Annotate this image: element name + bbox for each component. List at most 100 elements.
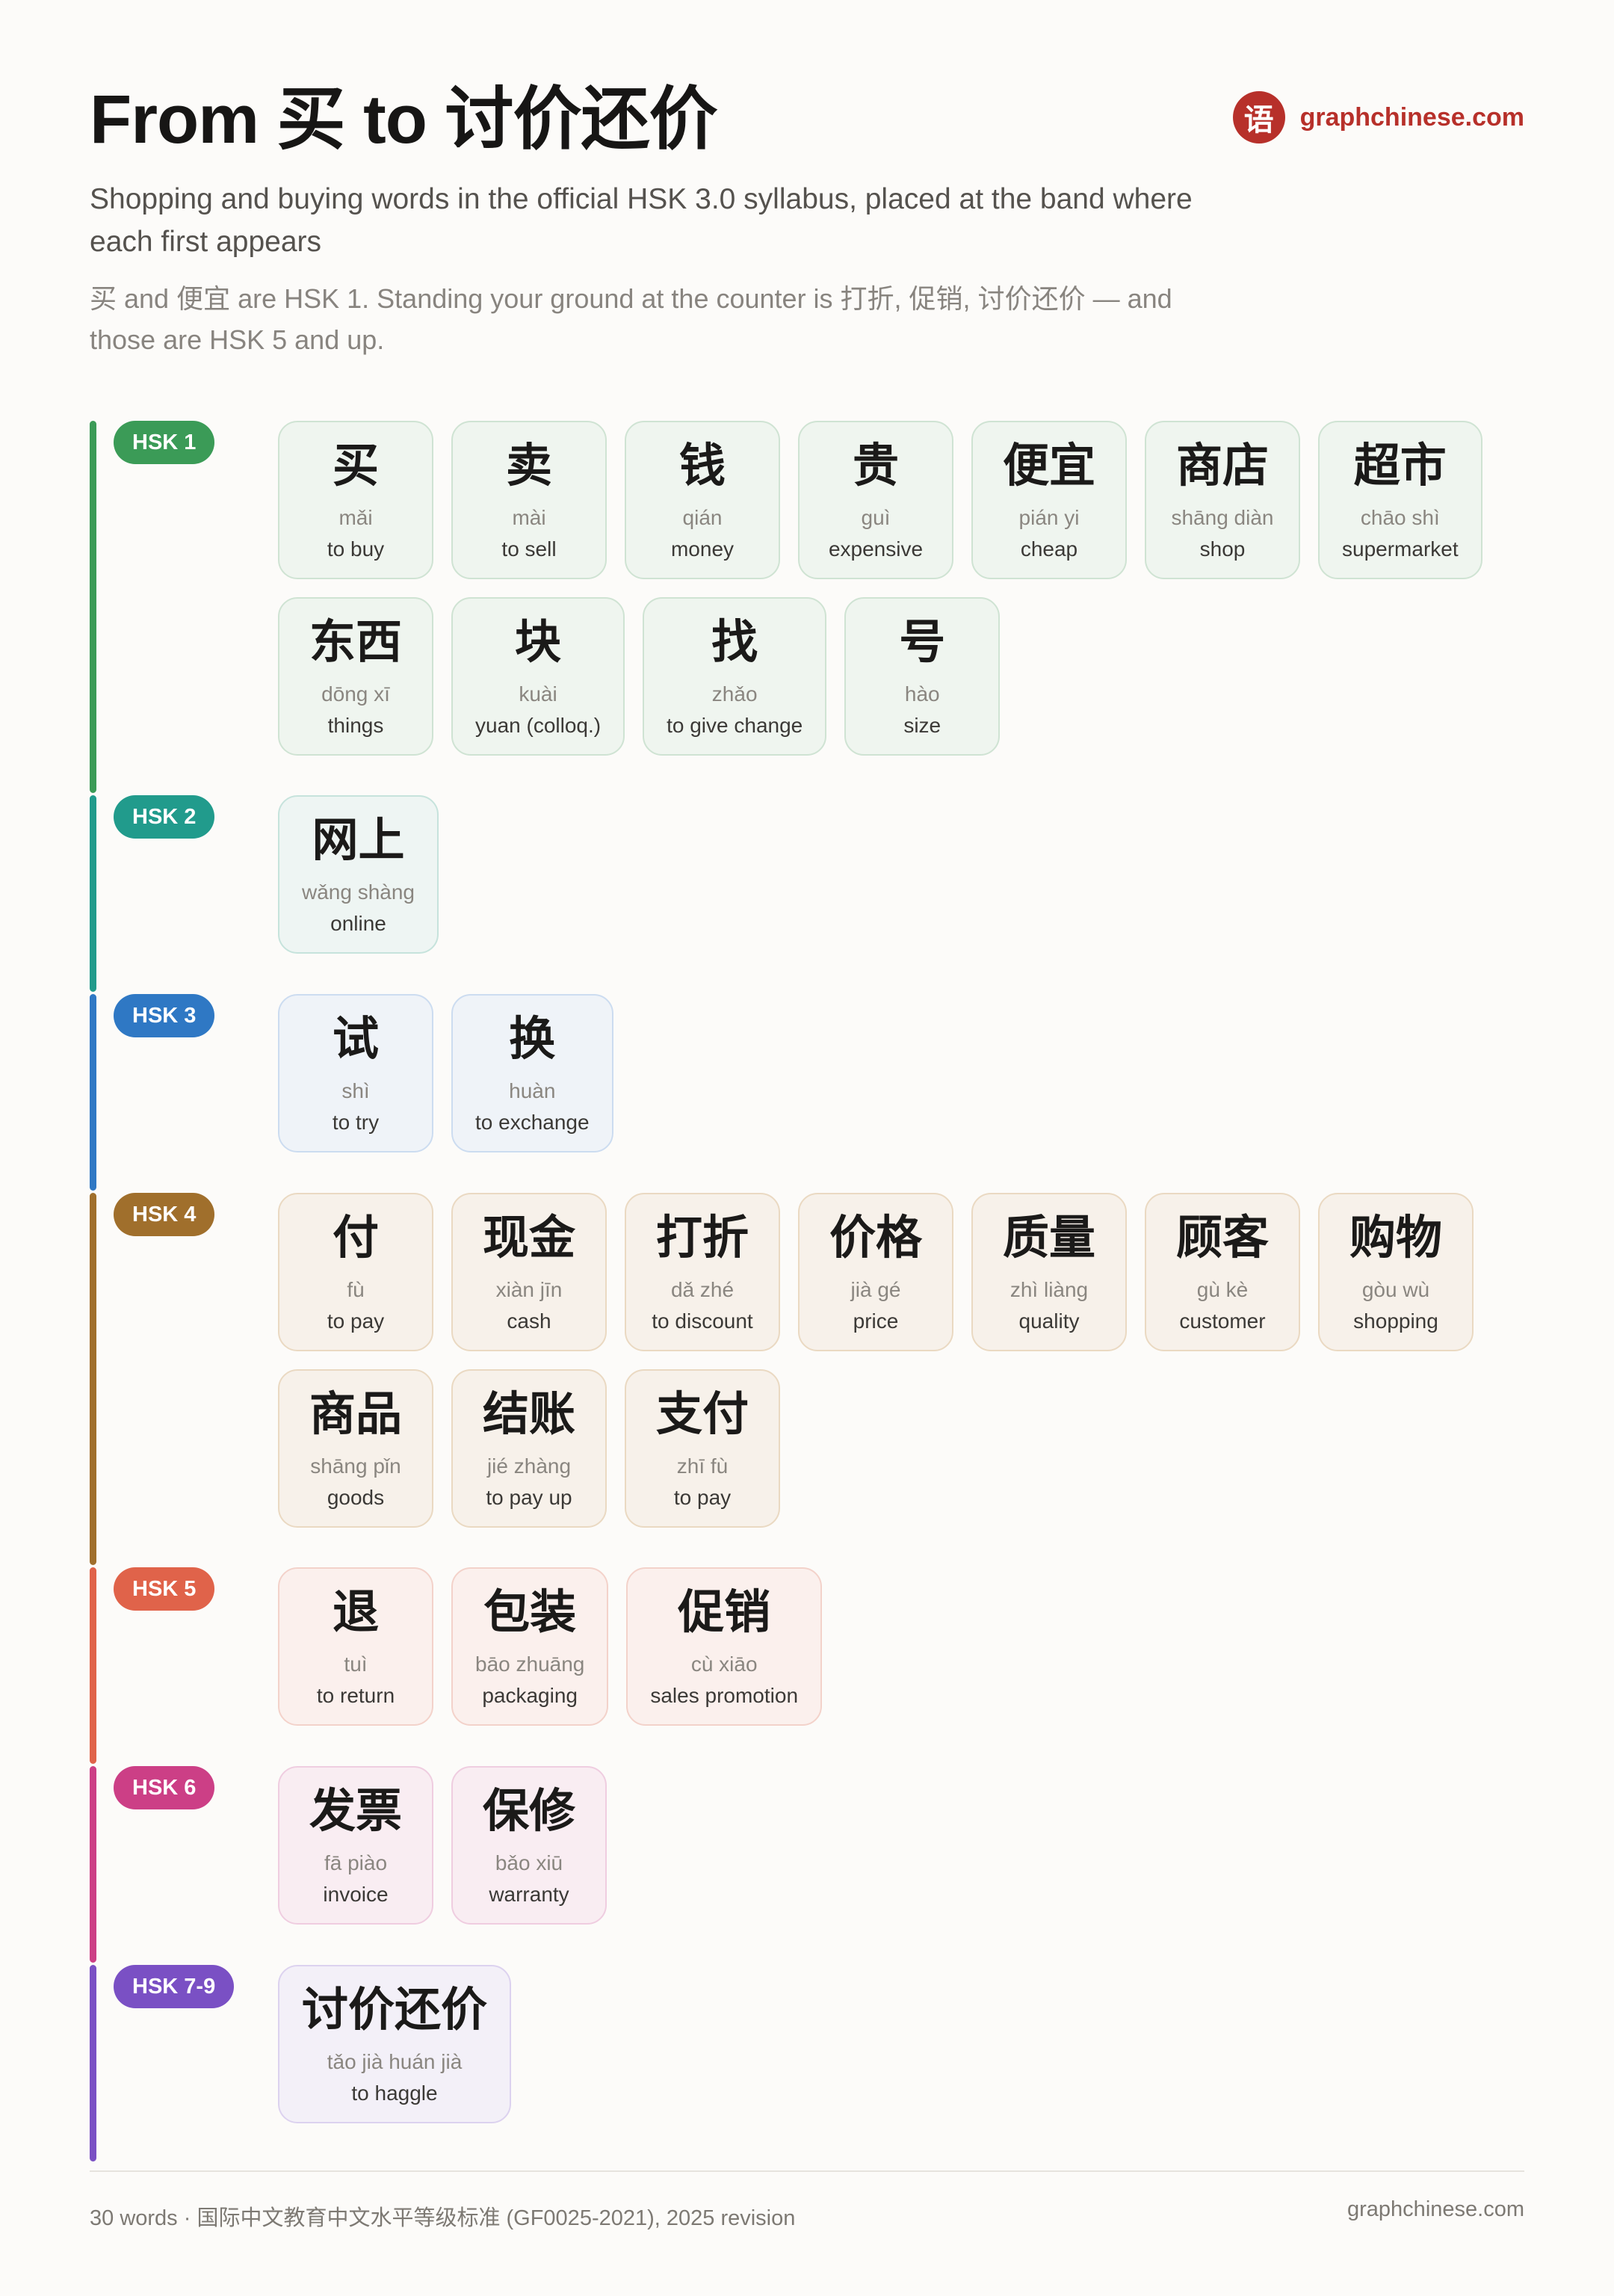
word-hanzi: 发票 <box>309 1783 402 1838</box>
band-badge: HSK 6 <box>114 1766 215 1809</box>
word-hanzi: 试 <box>332 1011 379 1066</box>
page: From 买 to 讨价还价 语 graphchinese.com Shoppi… <box>90 0 1524 2296</box>
page-title: From 买 to 讨价还价 <box>90 81 718 158</box>
band-line <box>90 1567 96 1764</box>
brand[interactable]: 语 graphchinese.com <box>1232 91 1524 144</box>
band-badge: HSK 1 <box>114 421 215 464</box>
word-hanzi: 贵 <box>852 438 899 493</box>
word-pinyin: huàn <box>509 1079 556 1102</box>
word-hanzi: 东西 <box>309 614 402 669</box>
word-pinyin: jià gé <box>850 1278 901 1301</box>
word-english: shopping <box>1353 1309 1438 1333</box>
word-hanzi: 购物 <box>1349 1210 1442 1265</box>
word-hanzi: 买 <box>332 438 379 493</box>
word-english: to sell <box>501 537 557 561</box>
band-line <box>90 1766 96 1963</box>
word-hanzi: 网上 <box>312 812 405 867</box>
word-pinyin: bāo zhuāng <box>475 1652 585 1676</box>
word-hanzi: 换 <box>509 1011 556 1066</box>
word-pinyin: mǎi <box>338 506 373 529</box>
word-english: packaging <box>482 1684 578 1707</box>
word-english: warranty <box>489 1883 569 1906</box>
word-pinyin: gòu wù <box>1361 1278 1430 1301</box>
word-hanzi: 讨价还价 <box>302 1982 488 2037</box>
word-hanzi: 付 <box>332 1210 379 1265</box>
band-line <box>90 1193 96 1565</box>
word-pinyin: shāng pǐn <box>310 1454 401 1478</box>
word-english: to pay up <box>486 1486 572 1509</box>
word-card: 找 zhǎo to give change <box>643 597 827 756</box>
word-hanzi: 卖 <box>505 438 552 493</box>
word-english: things <box>327 714 384 737</box>
word-hanzi: 钱 <box>678 438 726 493</box>
word-pinyin: jié zhàng <box>486 1454 572 1478</box>
word-english: yuan (colloq.) <box>475 714 602 737</box>
word-hanzi: 号 <box>899 614 946 669</box>
word-hanzi: 退 <box>332 1584 379 1639</box>
word-pinyin: cù xiāo <box>690 1652 758 1676</box>
word-hanzi: 商店 <box>1175 438 1269 493</box>
word-english: to discount <box>652 1309 753 1333</box>
word-english: to give change <box>667 714 803 737</box>
word-hanzi: 顾客 <box>1175 1210 1269 1265</box>
word-pinyin: dǎ zhé <box>670 1278 735 1301</box>
word-english: shop <box>1199 537 1246 561</box>
word-card: 打折 dǎ zhé to discount <box>625 1193 780 1351</box>
intro-note: 买 and 便宜 are HSK 1. Standing your ground… <box>90 283 1172 355</box>
word-pinyin: zhì liàng <box>1009 1278 1089 1301</box>
word-pinyin: guì <box>861 506 891 529</box>
word-english: to try <box>332 1111 380 1134</box>
brand-logo-icon: 语 <box>1232 91 1285 144</box>
word-pinyin: zhī fù <box>676 1454 729 1478</box>
word-hanzi: 支付 <box>655 1386 749 1441</box>
word-pinyin: fā piào <box>324 1851 388 1874</box>
word-hanzi: 找 <box>711 614 758 669</box>
word-card: 东西 dōng xī things <box>278 597 433 756</box>
word-english: to haggle <box>351 2081 438 2105</box>
band-line <box>90 795 96 992</box>
band-line <box>90 1965 96 2161</box>
word-english: to buy <box>327 537 385 561</box>
word-hanzi: 打折 <box>655 1210 749 1265</box>
word-hanzi: 质量 <box>1002 1210 1095 1265</box>
word-pinyin: zhǎo <box>711 682 758 706</box>
word-english: goods <box>327 1486 385 1509</box>
word-pinyin: shì <box>341 1079 370 1102</box>
footer-site-link[interactable]: graphchinese.com <box>1347 2197 1524 2221</box>
word-pinyin: dōng xī <box>321 682 390 706</box>
brand-name[interactable]: graphchinese.com <box>1299 102 1524 132</box>
word-pinyin: tǎo jià huán jià <box>327 2050 463 2073</box>
word-english: cash <box>507 1309 551 1333</box>
word-pinyin: hào <box>904 682 940 706</box>
word-hanzi: 现金 <box>482 1210 575 1265</box>
band-badge: HSK 4 <box>114 1193 215 1236</box>
band-line <box>90 421 96 793</box>
word-card: 试 shì to try <box>278 994 433 1152</box>
word-hanzi: 促销 <box>678 1584 771 1639</box>
